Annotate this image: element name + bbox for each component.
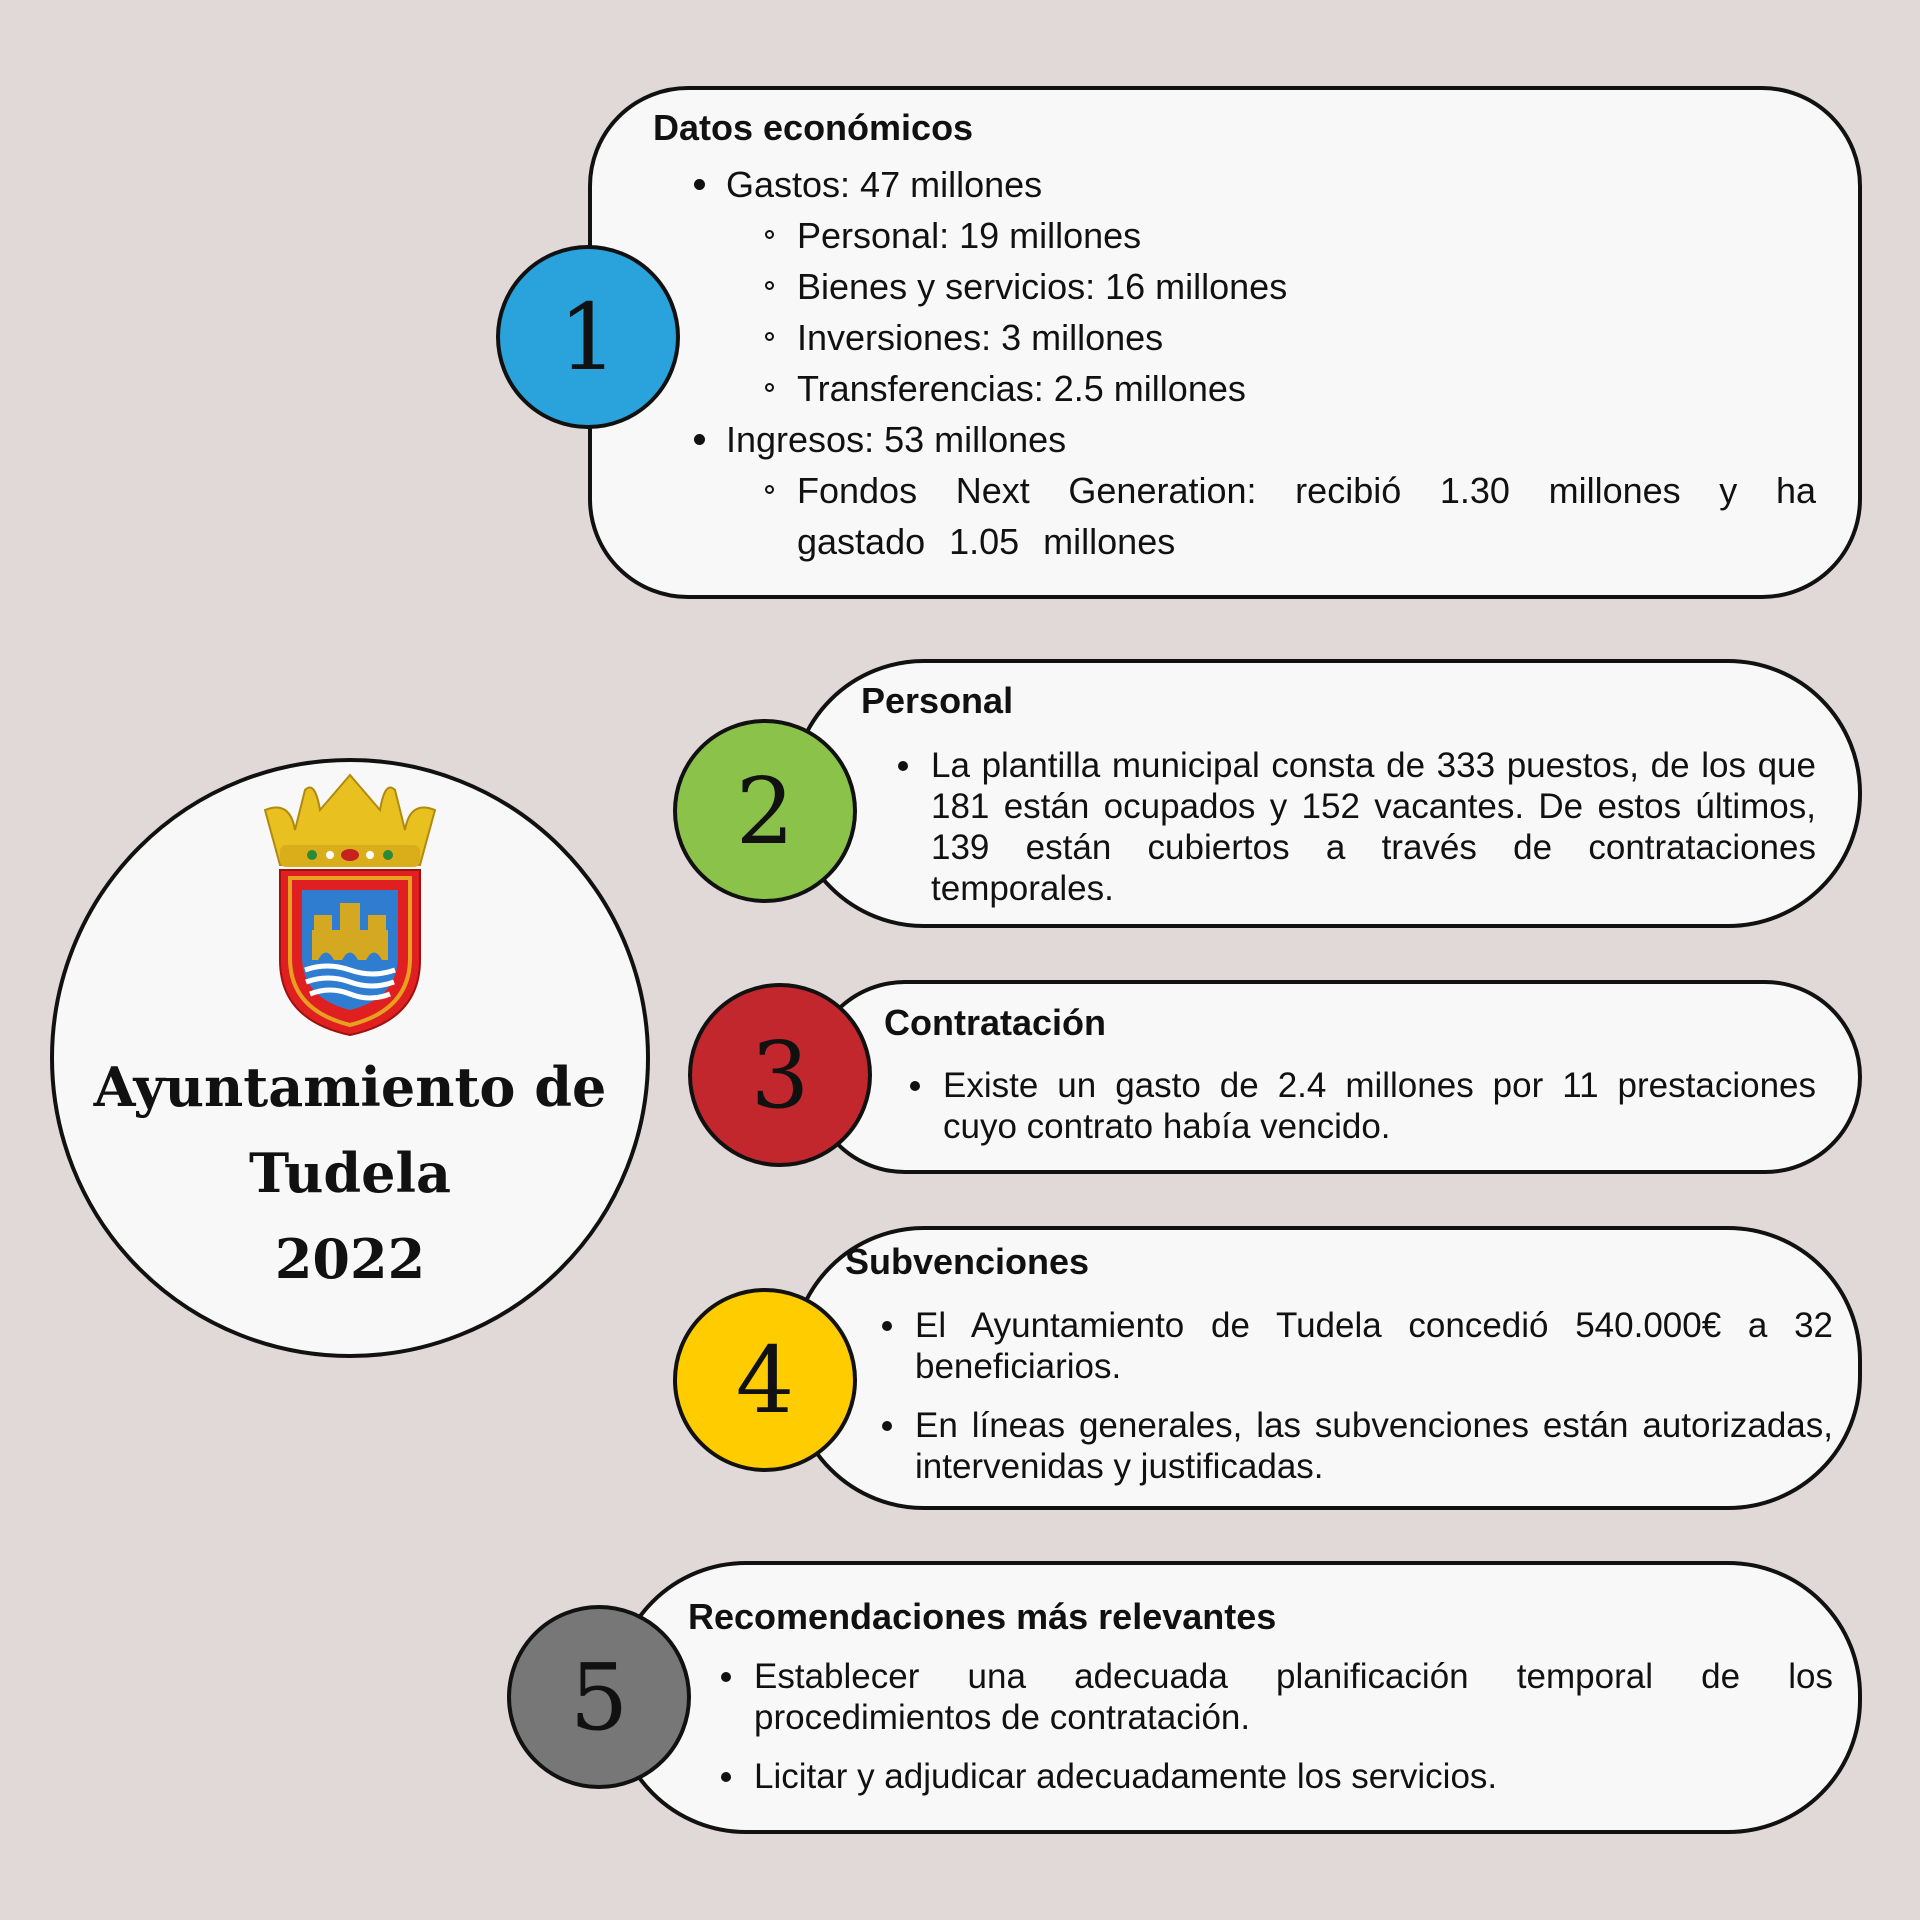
list-item: El Ayuntamiento de Tudela concedió 540.0… bbox=[882, 1306, 1833, 1386]
list-item: Licitar y adjudicar adecuadamente los se… bbox=[721, 1756, 1833, 1797]
section-recomendaciones bbox=[612, 1561, 1862, 1834]
tudela-coat-of-arms bbox=[263, 773, 437, 1037]
list-item: Transferencias: 2.5 millones bbox=[765, 363, 1816, 414]
logo-title-line2: Tudela bbox=[248, 1141, 452, 1205]
section-list: La plantilla municipal consta de 333 pue… bbox=[898, 745, 1816, 927]
list-item: Ingresos: 53 millones bbox=[694, 414, 1816, 465]
section-title: Personal bbox=[861, 680, 1014, 721]
section-list: Gastos: 47 millones Personal: 19 millone… bbox=[694, 159, 1816, 567]
list-item: La plantilla municipal consta de 333 pue… bbox=[898, 746, 1816, 908]
list-item: Establecer una adecuada planificación te… bbox=[721, 1657, 1833, 1737]
list-item: Gastos: 47 millones bbox=[694, 159, 1816, 210]
list-item: Existe un gasto de 2.4 millones por 11 p… bbox=[910, 1066, 1816, 1146]
logo-title-line1: Ayuntamiento de bbox=[93, 1055, 607, 1119]
section-number-3: 3 bbox=[688, 983, 872, 1167]
logo-title-line3: 2022 bbox=[274, 1227, 426, 1291]
list-item: Inversiones: 3 millones bbox=[765, 312, 1816, 363]
section-number-5: 5 bbox=[507, 1605, 691, 1789]
section-title: Contratación bbox=[884, 1002, 1107, 1043]
list-item: En líneas generales, las subvenciones es… bbox=[882, 1406, 1833, 1486]
section-list: El Ayuntamiento de Tudela concedió 540.0… bbox=[882, 1305, 1833, 1505]
list-item: Bienes y servicios: 16 millones bbox=[765, 261, 1816, 312]
section-title: Datos económicos bbox=[653, 107, 974, 148]
section-title: Recomendaciones más relevantes bbox=[688, 1596, 1277, 1637]
section-number-2: 2 bbox=[673, 719, 857, 903]
section-number-4: 4 bbox=[673, 1288, 857, 1472]
section-number-1: 1 bbox=[496, 245, 680, 429]
section-list: Existe un gasto de 2.4 millones por 11 p… bbox=[910, 1065, 1816, 1165]
list-item: Personal: 19 millones bbox=[765, 210, 1816, 261]
section-list: Establecer una adecuada planificación te… bbox=[721, 1656, 1833, 1815]
section-datos-economicos bbox=[588, 86, 1862, 599]
list-item: Fondos Next Generation: recibió 1.30 mil… bbox=[765, 465, 1816, 567]
crown-icon bbox=[263, 773, 437, 867]
section-title: Subvenciones bbox=[845, 1241, 1090, 1282]
